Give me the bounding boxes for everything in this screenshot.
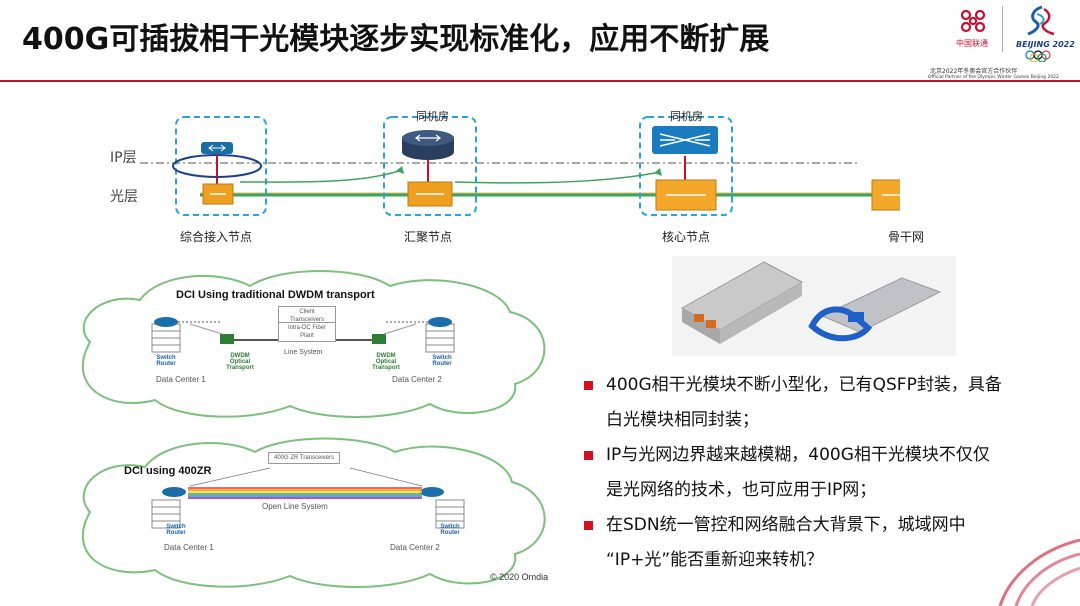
intra-dc-label: Intra-DC Fiber Plant — [278, 322, 336, 342]
module-photo — [672, 256, 956, 356]
dwdm-right-label: DWDM Optical Transport — [372, 353, 400, 371]
server-stack-right-2 — [435, 499, 465, 529]
decorative-red-arcs — [998, 538, 1080, 606]
bullet-2-line1: IP与光网边界越来越模糊，400G相干光模块不仅仅 — [606, 445, 990, 465]
dc1-label-2: Data Center 1 — [164, 543, 214, 552]
access-router-icon — [201, 142, 233, 154]
copyright-text: © 2020 Omdia — [490, 572, 549, 582]
qsfp-latch — [848, 312, 864, 322]
switch-icon-right-1 — [428, 317, 452, 327]
same-room-label-1: 同机房 — [416, 110, 449, 123]
dci-traditional-title: DCI Using traditional DWDM transport — [176, 289, 375, 301]
olympic-rings-icon — [1025, 50, 1051, 62]
ip-layer-label: IP层 — [110, 150, 137, 166]
beijing-2022-text: BEIJING 2022 — [1016, 40, 1075, 49]
dc2-label-1: Data Center 2 — [392, 375, 442, 384]
bullet-2-line2: 是光网络的技术，也可应用于IP网； — [606, 480, 877, 500]
bullet-3-line1: 在SDN统一管控和网络融合大背景下，城域网中 — [606, 515, 966, 535]
bullet-item-2: IP与光网边界越来越模糊，400G相干光模块不仅仅 是光网络的技术，也可应用于I… — [580, 438, 1060, 508]
cloud-traditional — [82, 270, 546, 418]
switch-right-label-2: Switch Router — [440, 524, 460, 536]
line-system-label: Line System — [284, 349, 323, 356]
dwdm-left-label: DWDM Optical Transport — [226, 353, 254, 371]
core-router-icon — [652, 126, 718, 154]
optical-layer-label: 光层 — [110, 189, 138, 205]
partner-en-text: Official Partner of the Olympic Winter G… — [928, 75, 1059, 80]
dc1-label-1: Data Center 1 — [156, 375, 206, 384]
dc2-label-2: Data Center 2 — [390, 543, 440, 552]
core-node-box — [639, 116, 733, 216]
server-stack-left-1 — [151, 323, 181, 353]
cloud-zr — [82, 437, 546, 588]
qsfp-module-body — [820, 277, 942, 333]
node-label-aggregation: 汇聚节点 — [404, 230, 453, 244]
node-label-core: 核心节点 — [662, 230, 711, 244]
node-label-access: 综合接入节点 — [180, 230, 253, 244]
zr-transceivers-label: 400G ZR Transceivers — [268, 452, 340, 464]
dci-zr-title: DCI using 400ZR — [124, 465, 212, 477]
cfp-port-2 — [706, 320, 716, 328]
bullet-marker — [584, 381, 593, 390]
switch-left-label-1: Switch Router — [156, 355, 176, 367]
bullet-list: 400G相干光模块不断小型化，已有QSFP封装，具备 白光模块相同封装； IP与… — [580, 368, 1060, 578]
page-title: 400G可插拔相干光模块逐步实现标准化，应用不断扩展 — [22, 22, 770, 57]
bullet-item-1: 400G相干光模块不断小型化，已有QSFP封装，具备 白光模块相同封装； — [580, 368, 1060, 438]
bullet-marker — [584, 521, 593, 530]
server-stack-right-1 — [425, 323, 455, 353]
qsfp-pull-tab — [808, 306, 873, 342]
cfp-module-front — [720, 282, 802, 344]
optic-box-access — [202, 183, 234, 205]
bullet-1-line2: 白光模块相同封装； — [606, 410, 759, 430]
unicom-text: 中国联通 — [956, 39, 988, 48]
node-label-backbone: 骨干网 — [888, 230, 925, 244]
dci-diagrams — [82, 270, 546, 588]
optic-box-core — [655, 179, 717, 211]
bullet-3-line2: “IP+光”能否重新迎来转机？ — [606, 550, 824, 570]
logo-divider — [1002, 6, 1003, 52]
cfp-port-1 — [694, 314, 704, 322]
same-room-label-2: 同机房 — [670, 110, 703, 123]
switch-icon-left-1 — [154, 317, 178, 327]
server-stack-left-2 — [151, 499, 181, 529]
open-line-system-label: Open Line System — [262, 502, 328, 511]
aggregation-node-box — [383, 116, 477, 216]
optic-box-aggregation — [407, 181, 453, 207]
cfp-module-side — [682, 308, 720, 344]
bullet-marker — [584, 451, 593, 460]
dwdm-box-right — [372, 334, 386, 344]
optic-box-backbone — [871, 179, 900, 211]
beijing-2022-emblem — [1027, 5, 1055, 36]
switch-icon-right-2 — [420, 487, 444, 497]
switch-left-label-2: Switch Router — [166, 524, 186, 536]
flow-arrow-2 — [454, 171, 661, 184]
network-topology-diagram — [140, 116, 900, 216]
logo-area: 中国联通 BEIJING 2022 北京2022年冬奥会官方合作伙伴 Offic… — [918, 2, 1080, 88]
aggregation-router-icon — [402, 130, 454, 160]
bullet-1-line1: 400G相干光模块不断小型化，已有QSFP封装，具备 — [606, 375, 1002, 395]
dwdm-box-left — [220, 334, 234, 344]
switch-icon-left-2 — [162, 487, 186, 497]
switch-right-label-1: Switch Router — [432, 355, 452, 367]
zr-rainbow-link — [188, 487, 422, 499]
partner-cn-text: 北京2022年冬奥会官方合作伙伴 — [930, 68, 1018, 75]
module-photo-drawing — [680, 261, 942, 344]
title-divider — [0, 80, 1080, 82]
china-unicom-logo — [960, 9, 986, 33]
flow-arrow-1 — [239, 169, 403, 183]
bullet-item-3: 在SDN统一管控和网络融合大背景下，城域网中 “IP+光”能否重新迎来转机？ — [580, 508, 1060, 578]
